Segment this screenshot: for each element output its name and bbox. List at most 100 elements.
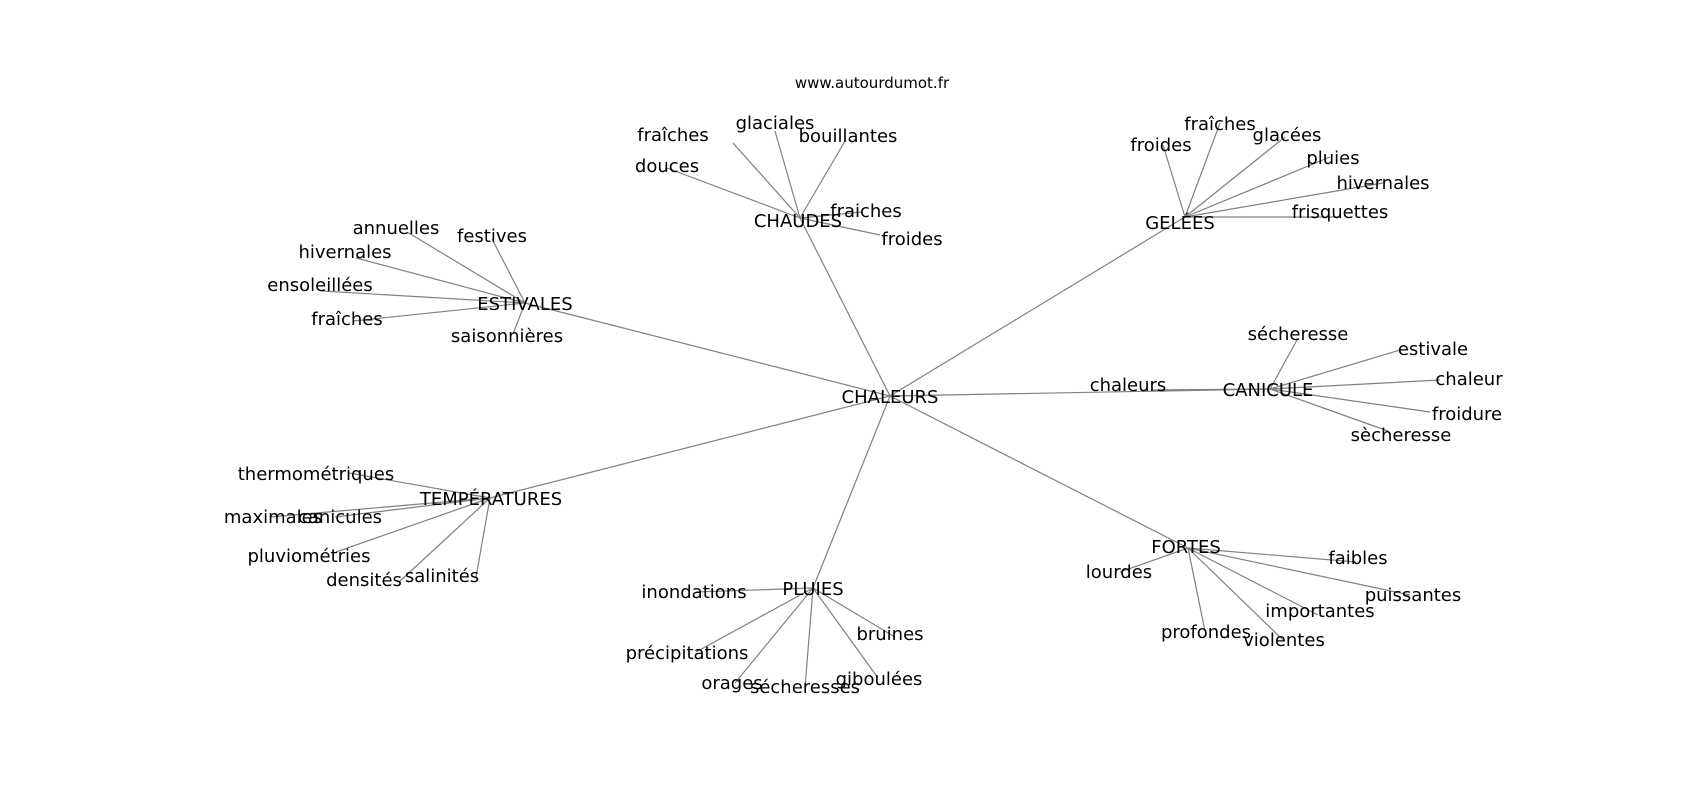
word-node-label: sécheresse xyxy=(1248,324,1349,345)
node-labels: CHALEURS CHAUDES douces fraîches glacialesbo… xyxy=(224,113,1503,698)
edge-group-to-word xyxy=(1269,388,1389,432)
word-node-label: fraîches xyxy=(311,309,383,330)
word-node-label: giboulées xyxy=(836,669,923,690)
word-node-label: fraiches xyxy=(830,201,902,222)
edge-group-to-word xyxy=(1269,349,1401,390)
edge-group-to-word xyxy=(348,472,491,499)
edge-group-to-word xyxy=(799,211,863,219)
edge-group-to-word xyxy=(804,587,814,689)
edge-group-to-word xyxy=(321,290,526,304)
word-node-label: salinités xyxy=(405,566,479,587)
edge-center-to-group xyxy=(524,302,891,397)
word-node-label: glacées xyxy=(1253,125,1322,146)
word-node-label: sècheresse xyxy=(1351,425,1452,446)
word-node-label: profondes xyxy=(1161,622,1251,643)
edge-group-to-word xyxy=(1187,547,1411,596)
group-node-label: CANICULE xyxy=(1223,380,1314,401)
edge-group-to-word xyxy=(334,497,491,518)
edge-group-to-word xyxy=(1184,122,1221,218)
edge-group-to-word xyxy=(732,142,801,219)
word-node-label: précipitations xyxy=(626,643,749,664)
word-node-label: frisquettes xyxy=(1292,202,1389,223)
word-node-label: thermométriques xyxy=(238,464,395,485)
edge-group-to-word xyxy=(1269,339,1298,390)
word-node-label: estivale xyxy=(1398,339,1468,360)
edge-group-to-word xyxy=(1119,547,1189,573)
word-node-label: orages xyxy=(701,673,762,694)
edge-center-to-group xyxy=(889,388,1271,397)
edge-group-to-word xyxy=(666,167,801,219)
word-node-label: importantes xyxy=(1265,601,1374,622)
word-node-label: lourdes xyxy=(1086,562,1152,583)
edge-group-to-word xyxy=(1184,136,1286,218)
word-node-label: fraîches xyxy=(1184,114,1256,135)
edge-group-to-word xyxy=(799,140,846,219)
edge-group-to-word xyxy=(695,587,814,593)
word-node-label: hivernales xyxy=(298,242,391,263)
edge-group-to-word xyxy=(512,302,526,335)
edge-center-to-group xyxy=(799,217,891,397)
edge-group-to-word xyxy=(269,497,491,518)
word-node-label: pluviométries xyxy=(247,546,370,567)
word-node-label: annuelles xyxy=(353,218,440,239)
edge-group-to-word xyxy=(1187,547,1319,616)
edges xyxy=(269,122,1441,689)
group-node-label: TEMPÉRATURES xyxy=(419,488,562,510)
edge-center-to-group xyxy=(489,395,891,499)
word-node-label: fraîches xyxy=(637,125,709,146)
edge-center-to-group xyxy=(812,395,891,589)
edge-group-to-word xyxy=(1187,547,1206,632)
edge-group-to-word xyxy=(335,497,491,553)
edge-group-to-word xyxy=(812,587,896,638)
edge-group-to-word xyxy=(1184,156,1331,218)
edge-group-to-word xyxy=(352,302,526,322)
center-node-label: CHALEURS xyxy=(842,387,939,408)
word-node-label: puissantes xyxy=(1365,585,1462,606)
word-node-label: densités xyxy=(326,570,402,591)
word-node-label: chaleurs xyxy=(1090,375,1167,396)
word-node-label: pluies xyxy=(1306,148,1359,169)
edge-center-to-group xyxy=(889,395,1189,549)
group-node-label: FORTES xyxy=(1151,537,1221,558)
word-node-label: douces xyxy=(635,156,699,177)
word-node-label: froides xyxy=(1130,135,1191,156)
word-node-label: hivernales xyxy=(1336,173,1429,194)
edge-group-to-word xyxy=(491,238,526,304)
edge-group-to-word xyxy=(1152,388,1271,391)
word-node-label: chaleur xyxy=(1435,369,1503,390)
group-node-label: ESTIVALES xyxy=(477,294,572,315)
word-node-label: maximales xyxy=(224,507,322,528)
edge-group-to-word xyxy=(475,497,491,578)
edge-group-to-word xyxy=(1162,144,1186,218)
edge-group-to-word xyxy=(695,587,814,653)
edge-group-to-word xyxy=(406,231,526,304)
word-node-label: ensoleillées xyxy=(267,275,372,296)
word-node-label: bruines xyxy=(856,624,923,645)
edge-group-to-word xyxy=(355,257,526,304)
group-node-label: PLUIES xyxy=(782,579,843,600)
word-node-label: sécheresses xyxy=(750,677,860,698)
group-node-label: CHAUDES xyxy=(754,211,842,232)
edge-group-to-word xyxy=(1269,379,1441,390)
edge-group-to-word xyxy=(774,130,801,219)
word-node-label: froidure xyxy=(1432,404,1502,425)
edge-group-to-word xyxy=(1184,182,1384,218)
word-node-label: festives xyxy=(457,226,527,247)
edge-group-to-word xyxy=(734,587,814,684)
word-node-label: bouillantes xyxy=(799,126,898,147)
edge-group-to-word xyxy=(812,587,879,679)
word-node-label: canicules xyxy=(298,507,382,528)
edge-group-to-word xyxy=(1187,547,1284,641)
site-url: www.autourdumot.fr xyxy=(795,74,950,92)
word-node-label: faibles xyxy=(1328,548,1387,569)
edge-group-to-word xyxy=(1187,547,1357,563)
edge-group-to-word xyxy=(398,497,491,583)
word-node-label: inondations xyxy=(641,582,746,603)
group-node-label: GELÉES xyxy=(1145,212,1215,234)
word-node-label: glaciales xyxy=(736,113,815,134)
word-node-label: froides xyxy=(881,229,942,250)
word-node-label: saisonnières xyxy=(451,326,563,347)
edge-group-to-word xyxy=(1269,388,1431,413)
edge-group-to-word xyxy=(799,217,881,236)
